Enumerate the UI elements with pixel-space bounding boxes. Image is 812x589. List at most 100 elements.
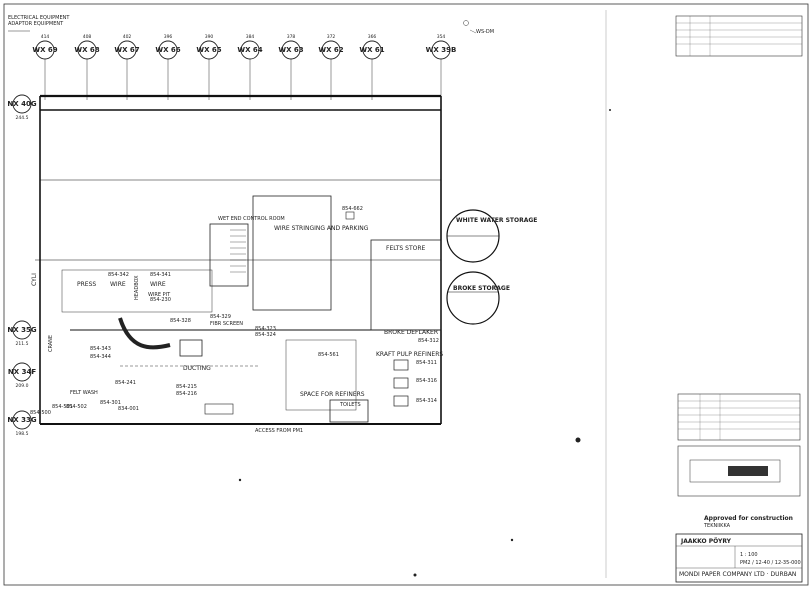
drawing-scale: 1 : 100: [740, 552, 758, 558]
grid-col: 408 WX 68: [74, 34, 100, 100]
scan-noise: [238, 109, 611, 577]
tag-854-216: 854-216: [176, 391, 197, 397]
tag-854-316: 854-316: [416, 378, 437, 384]
wet-end-control-label: WET END CONTROL ROOM: [218, 216, 285, 222]
toilets-label: TOILETS: [339, 402, 361, 408]
top-note-2: ADAPTOR EQUIPMENT: [8, 21, 64, 27]
wire-pit-label: WIRE PIT: [148, 292, 171, 298]
broke-storage-tank: [446, 271, 500, 325]
tag-834-001: 834-001: [118, 406, 139, 412]
refiners-space: [285, 339, 357, 411]
grid-row-label: NX 34F: [8, 368, 36, 376]
tag-854-311: 854-311: [416, 360, 437, 366]
toilets-room: [329, 399, 369, 423]
grid-row-label: NX 33G: [7, 416, 36, 424]
grid-col-label: WX 65: [196, 46, 221, 54]
grid-row-label: NX 40G: [7, 100, 36, 108]
grid-row-label: NX 35G: [7, 326, 36, 334]
machine-frame: [61, 269, 213, 313]
grid-column-bubbles: 414 WX 69 408 WX 68 402 WX 67 396 WX 66 …: [32, 34, 456, 100]
key-plan: [677, 445, 801, 497]
approved-stamp: Approved for construction: [704, 515, 793, 522]
process-pipe: [118, 317, 171, 350]
grid-col-dim: 402: [123, 34, 132, 40]
grid-col: 354 WX 39B: [426, 34, 456, 100]
grid-col-dim: 396: [164, 34, 173, 40]
crane-label: CRANE: [48, 335, 54, 352]
drawing-number: PM2 / 12-40 / 12-35-000: [740, 560, 801, 566]
revision-table: [675, 15, 803, 57]
title-block: [675, 533, 803, 583]
grid-col: 384 WX 64: [237, 34, 263, 100]
tag-854-500: 854-500: [30, 410, 51, 416]
top-note-1: ELECTRICAL EQUIPMENT: [8, 15, 70, 21]
grid-col-dim: 390: [205, 34, 214, 40]
client-name: MONDI PAPER COMPANY LTD · DURBAN: [679, 571, 796, 578]
access-label: ACCESS FROM PM1: [255, 428, 303, 434]
grid-row-dim: 211.5: [16, 341, 29, 347]
grid-col-label: WX 69: [32, 46, 57, 54]
top-right-tag: WS-DM: [476, 29, 494, 35]
grid-col-label: WX 66: [155, 46, 180, 54]
refiner-units: [393, 359, 409, 407]
tag-854-323: 854-323: [255, 326, 276, 332]
grid-col: 366 WX 61: [359, 34, 385, 100]
stair-treads: [230, 229, 246, 273]
tag-854-241: 854-241: [115, 380, 136, 386]
grid-row-dim: 209.0: [16, 383, 29, 389]
wire-stringing-label: WIRE STRINGING AND PARKING: [274, 225, 369, 232]
grid-col-dim: 372: [327, 34, 336, 40]
grid-col: 378 WX 63: [278, 34, 304, 100]
ducting-label: DUCTING: [183, 365, 211, 372]
tag-854-662: 854-662: [342, 206, 363, 212]
grid-col-label: WX 68: [74, 46, 99, 54]
tag-854-502: 854-502: [66, 404, 87, 410]
grid-col-label: WX 67: [114, 46, 139, 54]
grid-col: 396 WX 66: [155, 34, 181, 100]
grid-row-dim: 198.5: [16, 431, 29, 437]
space-refiners-label: SPACE FOR REFINERS: [300, 391, 365, 398]
grid-row: NX 34F 209.0: [8, 362, 36, 389]
kraft-refiners-label: KRAFT PULP REFINERS: [376, 351, 443, 358]
key-plan-highlight: [728, 466, 768, 476]
grid-col-dim: 414: [41, 34, 50, 40]
cyl-label: CYLI: [31, 273, 38, 286]
grid-row: NX 35G 211.5: [7, 320, 37, 347]
tag-854-328: 854-328: [170, 318, 191, 324]
grid-col-dim: 354: [437, 34, 446, 40]
tag-854-344: 854-344: [90, 354, 111, 360]
grid-col-dim: 384: [246, 34, 255, 40]
felt-wash-unit: [204, 403, 234, 415]
tag-854-312: 854-312: [418, 338, 439, 344]
grid-col-label: WX 62: [318, 46, 343, 54]
grid-col-dim: 408: [83, 34, 92, 40]
broke-storage-label: BROKE STORAGE: [453, 285, 510, 292]
grid-col-dim: 366: [368, 34, 377, 40]
tag-854-215: 854-215: [176, 384, 197, 390]
wire-pit-tank: [179, 339, 203, 357]
grid-col-label: WX 61: [359, 46, 384, 54]
tag-854-314: 854-314: [416, 398, 437, 404]
approved-sub: TEKNIIKKA: [703, 523, 731, 529]
grid-row: NX 40G 244.5: [7, 94, 37, 121]
reference-circle: [463, 20, 469, 26]
sheet-border: [3, 3, 809, 586]
grid-col: 372 WX 62: [318, 34, 344, 100]
tag-854-561: 854-561: [318, 352, 339, 358]
grid-col: 414 WX 69: [32, 34, 58, 100]
headbox-label: HEADBOX: [134, 275, 140, 300]
tag-854-341: 854-341: [150, 272, 171, 278]
grid-row-bubbles: NX 40G 244.5 NX 35G 211.5 NX 34F 209.0 N…: [7, 94, 37, 437]
fibre-screen-label: FIBR SCREEN: [210, 321, 243, 327]
tag-854-501: 854-501: [52, 404, 73, 410]
grid-col: 390 WX 65: [196, 34, 222, 100]
tag-854-324: 854-324: [255, 332, 276, 338]
wire-label-1: WIRE: [110, 281, 126, 288]
wire-stringing-area: [252, 195, 332, 311]
grid-col-dim: 378: [287, 34, 296, 40]
press-label: PRESS: [77, 281, 96, 288]
grid-col-label: WX 63: [278, 46, 303, 54]
tag-854-342: 854-342: [108, 272, 129, 278]
grid-row: NX 33G 198.5: [7, 410, 37, 437]
